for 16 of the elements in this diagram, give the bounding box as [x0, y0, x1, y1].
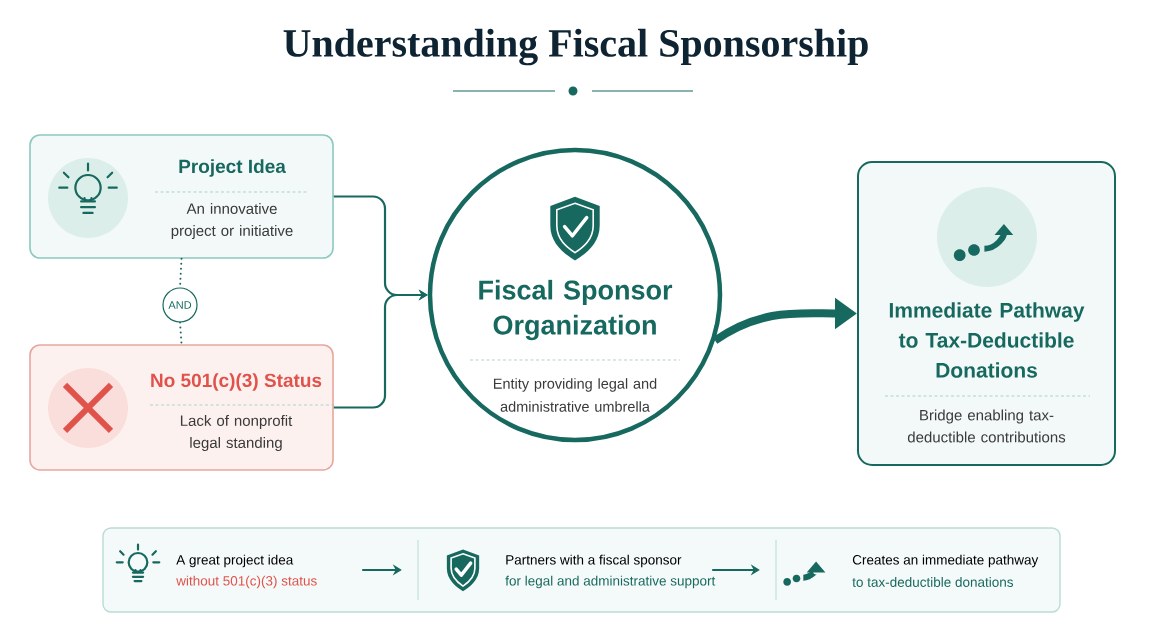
step-subtitle: for legal and administrative support	[505, 575, 716, 589]
step-subtitle: without 501(c)(3) status	[176, 575, 317, 589]
card-description: Lack of nonprofit legal standing	[180, 415, 293, 451]
card-heading: No 501(c)(3) Status	[151, 373, 322, 391]
arrow	[333, 289, 428, 409]
card-heading: Immediate Pathway to Tax-Deductible Donations	[889, 302, 1085, 378]
circle-heading: Fiscal Sponsor Organization	[479, 279, 673, 341]
card-description: Bridge enabling tax-deductible contributions	[907, 409, 1066, 443]
step-subtitle: to tax-deductible donations	[852, 577, 1014, 587]
circle-description: Entity providing legal and administrative umbrella	[494, 378, 657, 412]
step-title: Creates an immediate pathway	[852, 554, 1039, 568]
step-title: Partners with a fiscal sponsor	[506, 554, 682, 568]
diagram-title: Understanding Fiscal Sponsorship	[283, 28, 868, 66]
step-title: A great project idea	[176, 554, 294, 568]
card-description: An innovative project or initiative	[171, 203, 293, 239]
card-heading: Project Idea	[179, 159, 286, 177]
